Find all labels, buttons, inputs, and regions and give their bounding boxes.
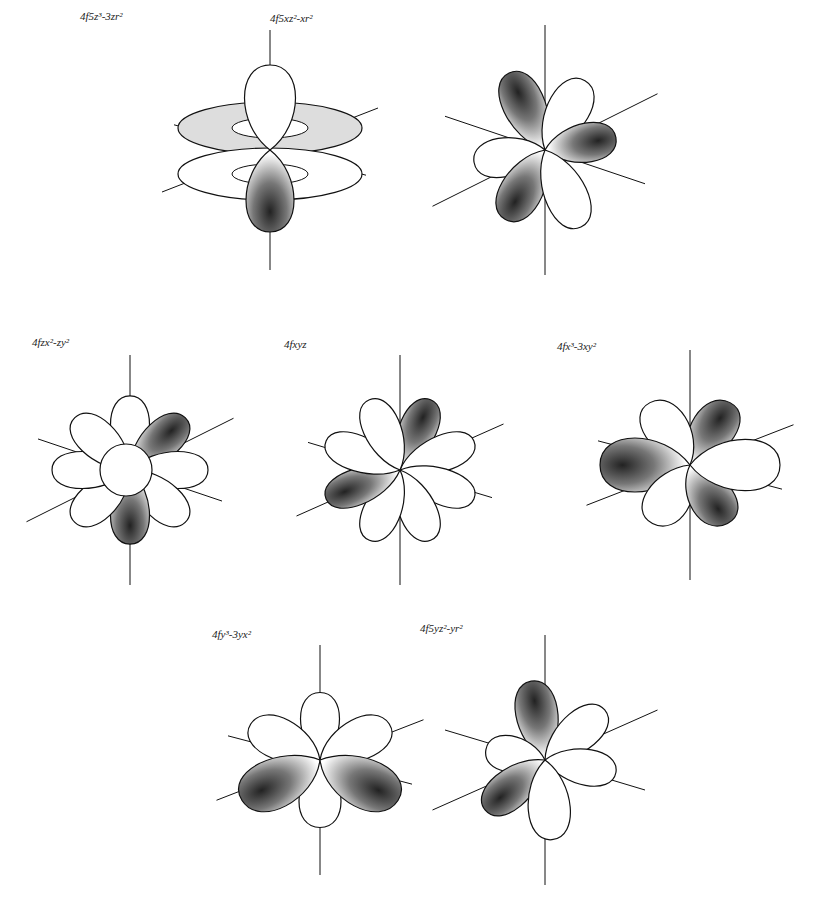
orbital-lobe [229,739,334,822]
orbital-label: 4f5z³-3zr² [78,10,125,22]
orbital-figure [297,355,504,585]
orbital-lobe [524,758,573,841]
orbital-lobe [690,439,780,490]
orbital-label: 4fxyz [282,338,309,350]
orbital-lobe [526,141,600,236]
orbital-figure [433,25,658,275]
orbital-lobe [246,150,294,232]
orbital-label: 4fzx²-zy² [30,336,71,348]
orbital-figure [433,635,658,885]
orbital-lobe [352,393,417,477]
orbital-figure [587,350,794,580]
orbital-lobe [245,65,296,150]
orbital-lobe [100,444,152,496]
orbital-figure [217,645,424,875]
orbital-figure [27,355,234,585]
orbital-label: 4fy³-3yx² [210,628,253,640]
orbital-label: 4f5xz²-xr² [268,12,315,24]
orbital-label: 4f5yz²-yr² [418,622,465,634]
orbital-lobe [307,739,412,822]
axis-line [38,439,222,501]
orbital-figure [162,30,378,270]
orbital-label: 4fx³-3xy² [555,340,598,352]
